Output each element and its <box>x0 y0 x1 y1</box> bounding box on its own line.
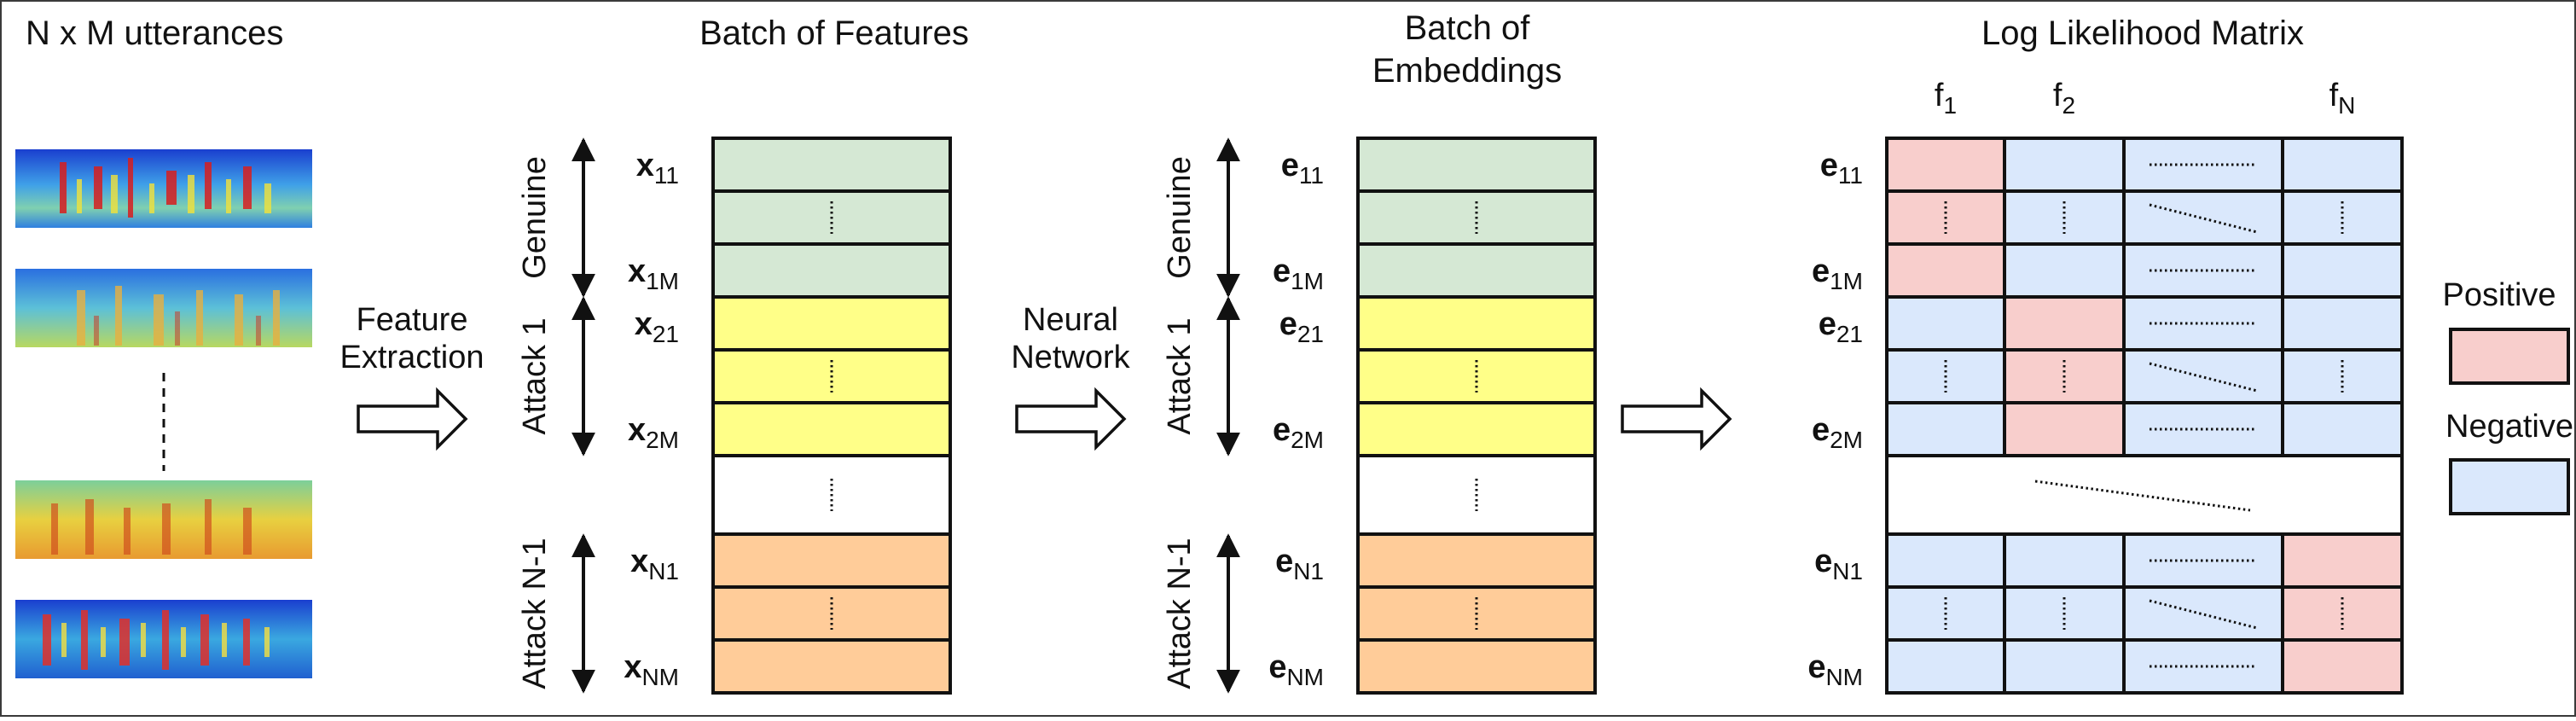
embedding-batch <box>1356 137 1597 695</box>
neural-network-label-line2: Network <box>1011 340 1130 375</box>
embedding-row <box>1356 242 1597 299</box>
matrix-cell <box>2122 585 2284 642</box>
matrix-row-label: e1M <box>1812 253 1863 294</box>
embedding-label: e2M <box>1273 412 1324 453</box>
matrix-cell <box>2003 532 2126 589</box>
neural-network-label-line1: Neural <box>1023 302 1118 338</box>
feature-label: xN1 <box>630 544 679 584</box>
feature-label: x2M <box>628 412 679 453</box>
matrix-cell <box>2003 242 2126 299</box>
embedding-row <box>1356 638 1597 695</box>
matrix-cell <box>1885 137 2006 193</box>
spectrogram-image <box>15 269 312 347</box>
legend-positive-swatch <box>2449 328 2570 385</box>
matrix-cell <box>2003 137 2126 193</box>
embedding-row <box>1356 295 1597 352</box>
embedding-label: e21 <box>1279 306 1324 347</box>
matrix-ellipsis <box>2149 362 2258 392</box>
embedding-row <box>1356 585 1597 642</box>
matrix-column-header: f2 <box>2053 78 2075 119</box>
features-title: Batch of Features <box>699 15 969 52</box>
feature-label: xNM <box>624 649 679 690</box>
feature-extraction-label-line2: Extraction <box>340 340 484 375</box>
matrix-cell <box>1885 242 2006 299</box>
embedding-group-label: Attack N-1 <box>1162 538 1198 689</box>
feature-extraction-arrow <box>357 387 468 451</box>
feature-group-label: Attack N-1 <box>517 538 553 689</box>
feature-group-label: Attack 1 <box>517 317 553 434</box>
matrix-cell <box>2281 137 2404 193</box>
matrix-cell <box>2003 295 2126 352</box>
feature-row <box>711 638 952 695</box>
legend-negative-label: Negative <box>2445 409 2573 445</box>
matrix-cell <box>2281 532 2404 589</box>
feature-row <box>711 295 952 352</box>
matrix-row-label: e21 <box>1819 306 1863 347</box>
spectrogram-image <box>15 149 312 228</box>
log-likelihood-matrix: f1 f2 fN e11 e1M e21 e2M eN1 eNM <box>1807 78 2404 695</box>
matrix-ellipsis <box>2034 480 2251 512</box>
matrix-cell <box>2281 295 2404 352</box>
spectrogram-image <box>15 600 312 678</box>
matrix-cell <box>1885 638 2006 695</box>
matrix-cell <box>1885 532 2006 589</box>
feature-row <box>711 532 952 589</box>
feature-label: x1M <box>628 253 679 294</box>
matrix-cell <box>2122 295 2284 352</box>
legend-positive-label: Positive <box>2442 277 2556 313</box>
legend-negative-swatch <box>2449 458 2570 515</box>
feature-row <box>711 242 952 299</box>
embedding-row <box>1356 532 1597 589</box>
matrix-cell <box>2122 189 2284 246</box>
matrix-ellipsis <box>2149 203 2258 234</box>
feature-row <box>711 137 952 193</box>
embeddings-title-line2: Embeddings <box>1372 52 1562 90</box>
matrix-cell <box>2122 532 2284 589</box>
matrix-cell <box>2122 137 2284 193</box>
matrix-cell <box>2122 348 2284 404</box>
matrix-cell <box>2281 401 2404 457</box>
neural-network-arrow <box>1015 387 1127 451</box>
embeddings-title-line1: Batch of <box>1405 9 1531 47</box>
matrix-row-label: eNM <box>1807 649 1863 690</box>
matrix-column-header: fN <box>2329 78 2356 119</box>
utterances-title: N x M utterances <box>26 15 283 52</box>
embedding-label: e11 <box>1281 148 1324 189</box>
feature-extraction-label-line1: Feature <box>357 302 468 338</box>
feature-row <box>711 401 952 457</box>
log-likelihood-arrow <box>1621 387 1732 451</box>
feature-label: x11 <box>636 148 679 189</box>
matrix-cell <box>2281 638 2404 695</box>
matrix-cell <box>1885 295 2006 352</box>
feature-batch <box>711 137 952 695</box>
embedding-label: eNM <box>1268 649 1324 690</box>
matrix-gap-row <box>1885 454 2404 536</box>
matrix-cell <box>2003 401 2126 457</box>
matrix-cell <box>2122 401 2284 457</box>
embedding-row <box>1356 401 1597 457</box>
matrix-row-label: e2M <box>1812 412 1863 453</box>
matrix-row-label: e11 <box>1820 148 1863 189</box>
embedding-label: e1M <box>1273 253 1324 294</box>
embedding-row <box>1356 137 1597 193</box>
matrix-title: Log Likelihood Matrix <box>1981 15 2304 52</box>
feature-label: x21 <box>635 306 679 347</box>
matrix-cell <box>2003 638 2126 695</box>
embedding-group-label: Attack 1 <box>1162 317 1198 434</box>
matrix-row-label: eN1 <box>1814 544 1863 584</box>
matrix-cell <box>1885 401 2006 457</box>
embedding-label: eN1 <box>1275 544 1324 584</box>
matrix-column-header: f1 <box>1935 78 1957 119</box>
feature-group-label: Genuine <box>517 156 553 279</box>
embedding-group-label: Genuine <box>1162 156 1198 279</box>
matrix-ellipsis <box>2149 599 2258 630</box>
matrix-cell <box>2281 242 2404 299</box>
matrix-cell <box>2122 638 2284 695</box>
spectrogram-image <box>15 480 312 559</box>
matrix-cell <box>2122 242 2284 299</box>
